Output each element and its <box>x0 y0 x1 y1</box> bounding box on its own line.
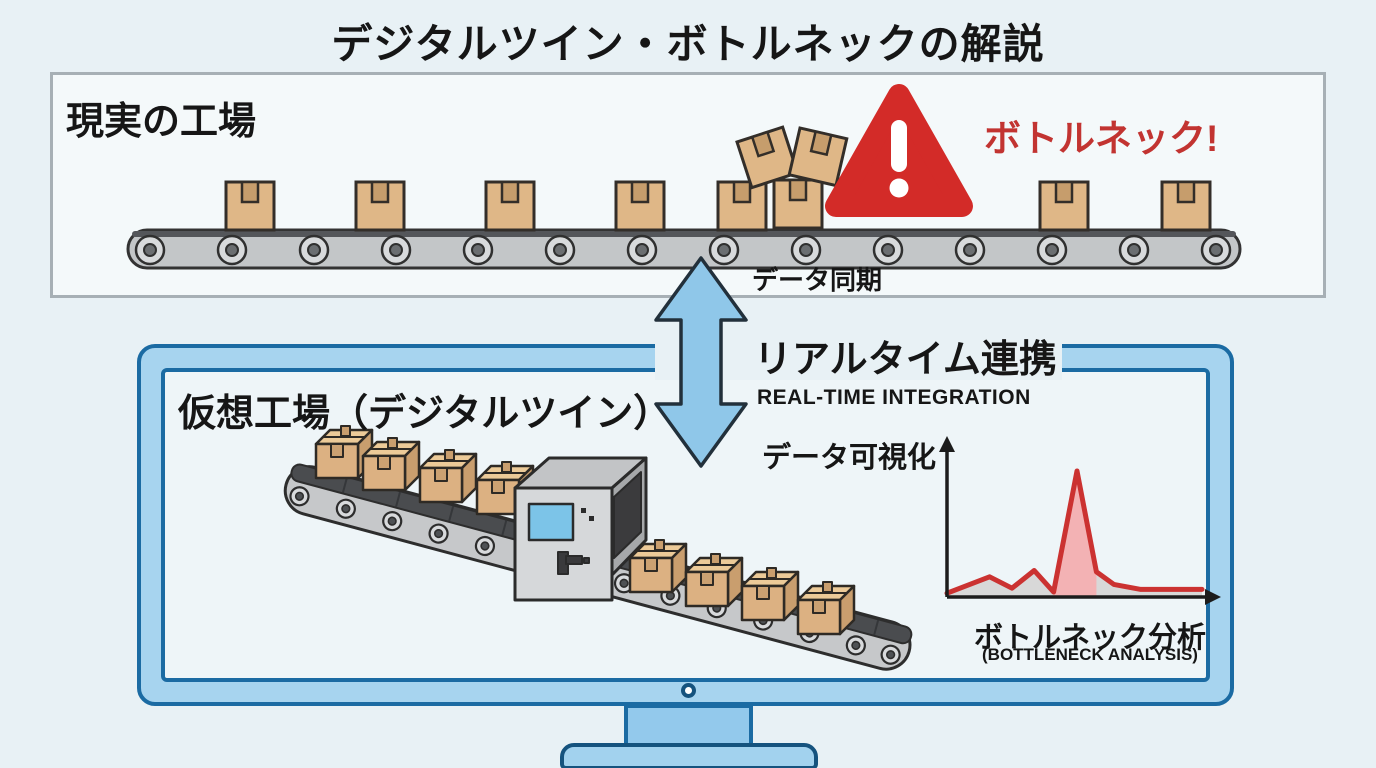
bottleneck-alert-label: ボトルネック! <box>984 118 1219 159</box>
real-factory-label: 現実の工場 <box>66 101 257 143</box>
chart-subtitle: (BOTTLENECK ANALYSIS) <box>982 645 1198 664</box>
chart-title: ボトルネック分析 <box>973 622 1206 654</box>
data-sync-label: データ同期 <box>752 265 883 295</box>
realtime-integration-label-jp: リアルタイム連携 <box>754 339 1057 381</box>
monitor-stand-base <box>560 743 818 768</box>
monitor-stand-neck <box>624 704 753 748</box>
page-title: デジタルツイン・ボトルネックの解説 <box>331 21 1045 67</box>
power-indicator-icon <box>681 683 696 698</box>
virtual-factory-label: 仮想工場（デジタルツイン） <box>178 393 672 435</box>
realtime-integration-label-en: REAL-TIME INTEGRATION <box>757 386 1031 409</box>
data-visualization-label: データ可視化 <box>762 442 937 474</box>
